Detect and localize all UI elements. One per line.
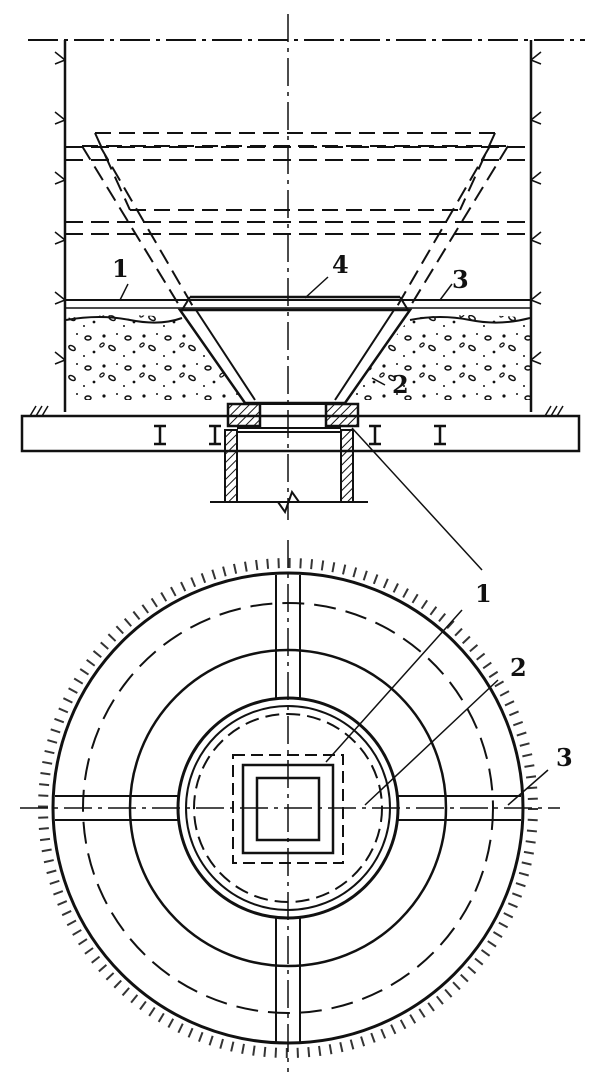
section-label-1: 1 — [112, 254, 129, 283]
plan-view: 1 2 3 — [20, 540, 573, 1072]
inner-circle-outer — [176, 696, 400, 920]
plan-leader-1 — [325, 609, 463, 763]
outer-soil-hatch — [38, 558, 538, 1058]
gravel-fill-left — [66, 315, 245, 400]
funnel-rim-left — [181, 296, 191, 311]
casing-left-wall — [224, 429, 238, 503]
section-view: 1 4 3 2 — [20, 14, 585, 571]
gravel-top-right — [409, 316, 531, 324]
pipe-inner — [236, 431, 342, 503]
gravel-fill-right — [345, 315, 530, 400]
ground-ticks — [29, 405, 564, 417]
right-soil-ticks — [530, 51, 542, 365]
collar-right — [324, 402, 360, 428]
funnel-inner-right — [334, 309, 395, 401]
casing-right-wall — [340, 429, 354, 503]
outer-well-circle — [51, 571, 525, 1045]
section-label-4: 4 — [332, 250, 349, 279]
slab-i-marks — [154, 424, 446, 446]
funnel-inner-left — [195, 309, 256, 401]
plan-leader-2 — [364, 679, 499, 806]
section-label-2: 2 — [392, 370, 409, 399]
grate-dashed-square — [232, 754, 344, 864]
collar-left — [226, 402, 262, 428]
cross-beams — [55, 575, 521, 1042]
inner-circle-second — [185, 705, 391, 911]
gravel-top-left — [65, 316, 183, 324]
left-soil-ticks — [54, 51, 66, 365]
ground-slab — [20, 414, 581, 453]
leader-1-top — [119, 283, 129, 301]
leader-3-top — [439, 283, 453, 301]
grate-inner-square — [255, 776, 321, 842]
funnel-rim-right — [399, 296, 409, 311]
inner-dashed-circle — [193, 713, 383, 903]
leader-2-top — [371, 377, 386, 386]
dashed-hopper-outline — [81, 132, 509, 311]
plan-label-2: 2 — [510, 653, 527, 682]
grate-outer-square — [241, 763, 335, 855]
leader-to-plan-1 — [351, 427, 483, 571]
section-label-3: 3 — [452, 265, 469, 294]
pipe-break-line — [210, 489, 368, 515]
dashed-circle — [82, 602, 494, 1014]
middle-circle — [128, 648, 448, 968]
leader-4 — [304, 276, 329, 299]
plan-label-1: 1 — [475, 579, 492, 608]
plan-label-3: 3 — [556, 743, 573, 772]
plan-leader-3 — [507, 769, 549, 806]
